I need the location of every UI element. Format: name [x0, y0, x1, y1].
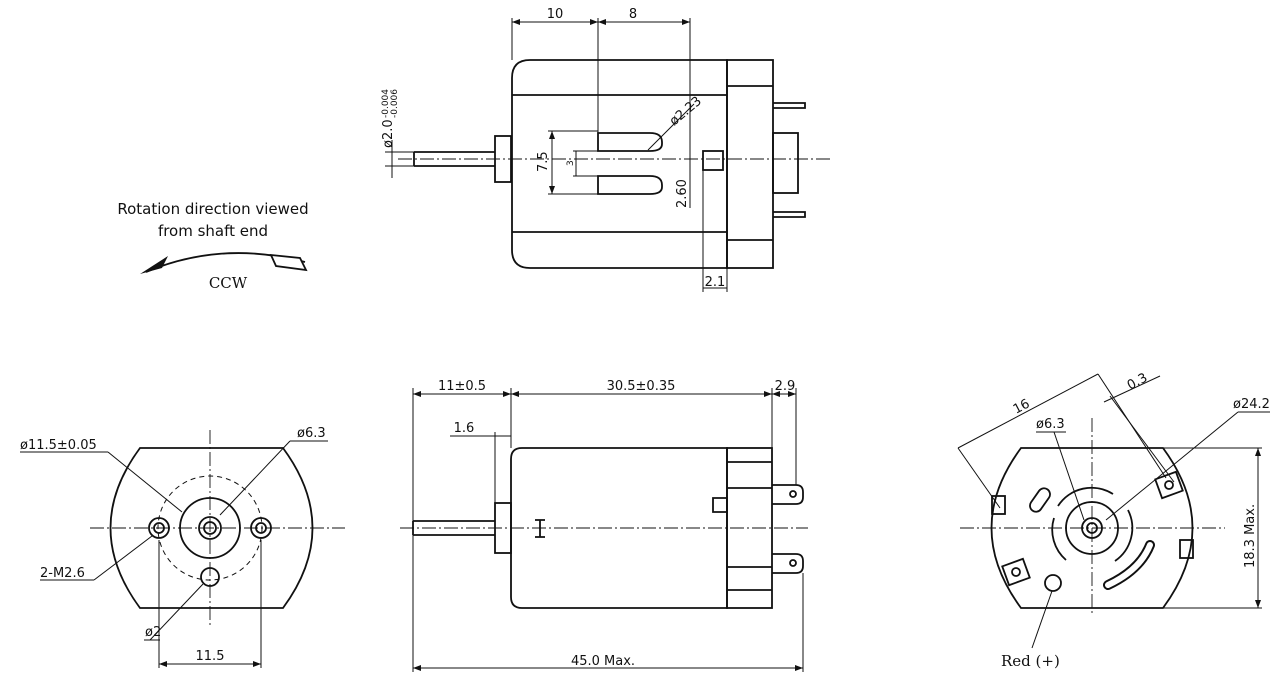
leader-line	[93, 535, 153, 581]
rear-height: 18.3 Max.	[1243, 504, 1258, 568]
dim-16: 16	[1011, 397, 1033, 418]
leader-line	[219, 440, 291, 516]
front-view: ø11.5±0.05 ø6.3 2-M2.6 ø2 11.5	[20, 426, 345, 668]
side-view: 11±0.5 30.5±0.35 2.9 1.6 45.0 Max.	[400, 379, 808, 672]
top-body	[511, 59, 728, 269]
shaft-tol-lower: -0.006	[390, 89, 400, 118]
shaft-tol-upper: -0.004	[381, 89, 391, 118]
dim-line	[1103, 375, 1161, 403]
dim-8: 8	[629, 7, 637, 22]
rear-body-dia: ø24.2	[1233, 397, 1270, 412]
side-terminal-lower	[772, 553, 804, 574]
side-terminal-upper	[772, 484, 804, 505]
arrowhead	[549, 131, 1261, 608]
ext-line	[1109, 395, 1175, 483]
side-label-mark	[535, 519, 545, 538]
arrowhead	[512, 19, 690, 25]
dim-2-1: 2.1	[705, 275, 726, 290]
rear-notch-left	[991, 495, 1006, 515]
leader-line	[107, 451, 183, 513]
body-len: 30.5±0.35	[607, 379, 676, 394]
side-shaft	[412, 520, 495, 536]
top-endcap	[726, 59, 774, 269]
front-hole-right	[250, 517, 272, 539]
rear-terminal-upper	[1154, 470, 1184, 500]
side-body	[510, 447, 728, 609]
rear-positive-marker	[1044, 574, 1062, 592]
side-terminal-upper-hole	[789, 490, 797, 498]
dim-3: 3	[566, 160, 576, 166]
rear-terminal-upper-hole	[1164, 480, 1174, 490]
front-bore	[198, 516, 222, 540]
side-tab	[712, 497, 728, 513]
dim-2-60: 2.60	[675, 179, 690, 208]
rear-bore-dia: ø6.3	[1036, 417, 1065, 432]
red-positive-label: Red (+)	[1001, 652, 1060, 670]
boss-len: 1.6	[454, 421, 475, 436]
arrowhead	[159, 661, 803, 671]
side-endcap	[726, 447, 773, 609]
shaft-len: 11±0.5	[438, 379, 486, 394]
holes-label: 2-M2.6	[40, 566, 85, 581]
front-hole-left-inner	[153, 522, 165, 534]
side-terminal-lower-hole	[789, 559, 797, 567]
overall-len: 45.0 Max.	[571, 654, 635, 669]
front-outline	[109, 447, 314, 609]
top-slot	[702, 150, 724, 171]
top-brush-holder	[772, 132, 799, 194]
top-terminal-upper	[773, 102, 806, 109]
top-vent-upper	[597, 132, 663, 152]
leader-line	[1105, 411, 1239, 521]
dim-7-5: 7.5	[536, 151, 551, 172]
shaft-dia: ø2.0	[381, 119, 396, 148]
rear-slot-2-inner	[1105, 542, 1153, 588]
rotation-note: Rotation direction viewed from shaft end…	[117, 200, 308, 292]
front-dash-circle	[157, 475, 263, 581]
front-vent-hole	[200, 567, 220, 587]
rear-arc-2	[1114, 509, 1134, 562]
rear-terminal-lower	[1001, 557, 1031, 587]
top-terminal-lower	[773, 211, 806, 218]
rear-hub	[1065, 501, 1119, 555]
rear-arc-1	[1057, 486, 1114, 507]
top-boss	[494, 135, 512, 183]
leader-line	[1053, 431, 1085, 521]
hole-spacing: 11.5	[196, 649, 225, 664]
rear-terminal-lower-hole	[1011, 567, 1021, 577]
rear-shaft	[1086, 522, 1098, 534]
dim-line	[957, 373, 1099, 449]
rear-notch-right	[1179, 539, 1194, 559]
ext-line	[957, 447, 1001, 509]
top-view: 10 8 ø2.0 -0.004 -0.006 ø2.23 7.5 3 2.60…	[381, 7, 832, 292]
dim-10: 10	[547, 7, 564, 22]
boss-dia: ø11.5±0.05	[20, 438, 97, 453]
rear-bore	[1081, 517, 1103, 539]
front-hole-left	[148, 517, 170, 539]
arrow-tail-icon	[269, 253, 308, 272]
rotation-direction: CCW	[209, 274, 248, 292]
rotation-line1: Rotation direction viewed	[117, 200, 308, 218]
vent-dia-front: ø2	[145, 625, 161, 640]
vent-dia: ø2.23	[667, 94, 705, 129]
front-hole-right-inner	[255, 522, 267, 534]
rear-slot-1	[1029, 487, 1051, 513]
leader-line	[1031, 590, 1053, 649]
front-boss	[179, 497, 241, 559]
rotation-line2: from shaft end	[158, 222, 268, 240]
ccw-arrow-icon	[140, 256, 168, 274]
bore-dia: ø6.3	[297, 426, 326, 441]
top-shaft	[413, 151, 495, 167]
arrowheads	[159, 19, 1261, 671]
leader-line	[647, 103, 695, 151]
rear-arc-3	[1051, 517, 1067, 561]
rear-view: 16 0.3 ø6.3 ø24.2 18.3 Max. Red (+)	[957, 371, 1270, 670]
top-vent-lower	[597, 175, 663, 195]
front-shaft	[203, 521, 217, 535]
endcap-len: 2.9	[775, 379, 796, 394]
